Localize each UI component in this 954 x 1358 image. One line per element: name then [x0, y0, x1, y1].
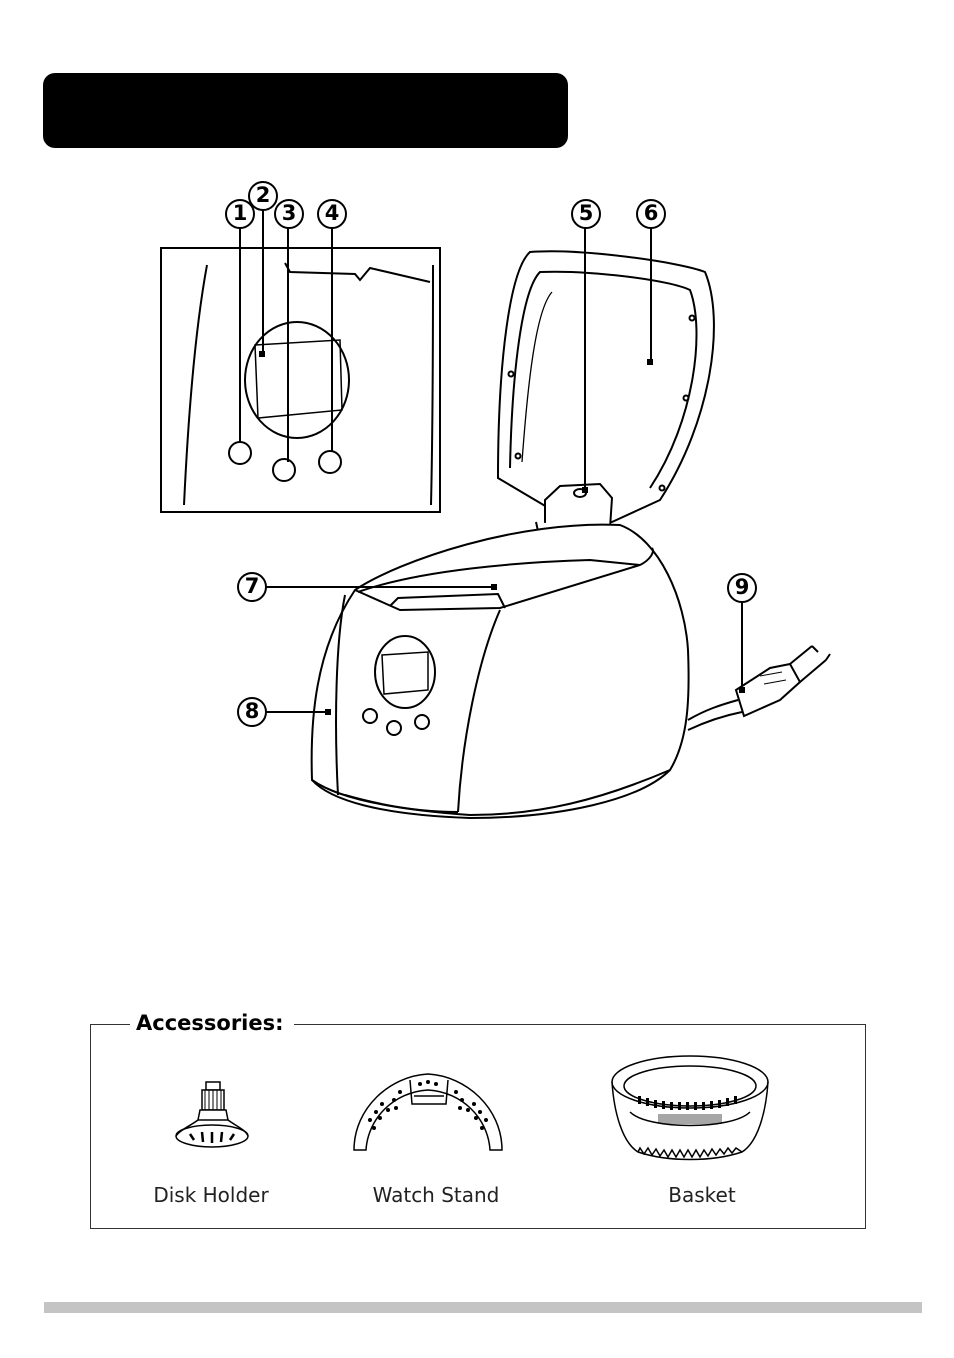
inset-button-3 — [272, 458, 296, 482]
basket-label: Basket — [668, 1183, 736, 1207]
accessories-heading: Accessories: — [130, 1008, 294, 1038]
callout-1: 1 — [225, 199, 255, 229]
lid — [496, 250, 715, 524]
device-diagram — [160, 210, 831, 820]
power-plug — [734, 662, 802, 718]
section-title-bar — [43, 73, 568, 148]
disk-holder-label: Disk Holder — [153, 1183, 269, 1207]
callout-6: 6 — [636, 199, 666, 229]
callout-3: 3 — [274, 199, 304, 229]
hinge — [544, 482, 614, 529]
disk-holder-icon — [175, 1081, 249, 1148]
control-panel-inset — [160, 247, 441, 513]
basket-icon — [611, 1055, 769, 1161]
callout-5: 5 — [571, 199, 601, 229]
callout-4: 4 — [317, 199, 347, 229]
body-button-2 — [386, 720, 402, 736]
body-button-1 — [362, 708, 378, 724]
accessories-box — [90, 1024, 866, 1229]
watch-stand-label: Watch Stand — [372, 1183, 500, 1207]
footer-bar — [44, 1302, 922, 1313]
callout-8: 8 — [237, 697, 267, 727]
body-button-3 — [414, 714, 430, 730]
callout-9: 9 — [727, 573, 757, 603]
inset-button-4 — [318, 450, 342, 474]
callout-2: 2 — [248, 181, 278, 211]
body-display — [374, 635, 436, 709]
inset-display — [244, 321, 350, 439]
callout-7: 7 — [237, 572, 267, 602]
watch-stand-icon — [353, 1073, 503, 1151]
